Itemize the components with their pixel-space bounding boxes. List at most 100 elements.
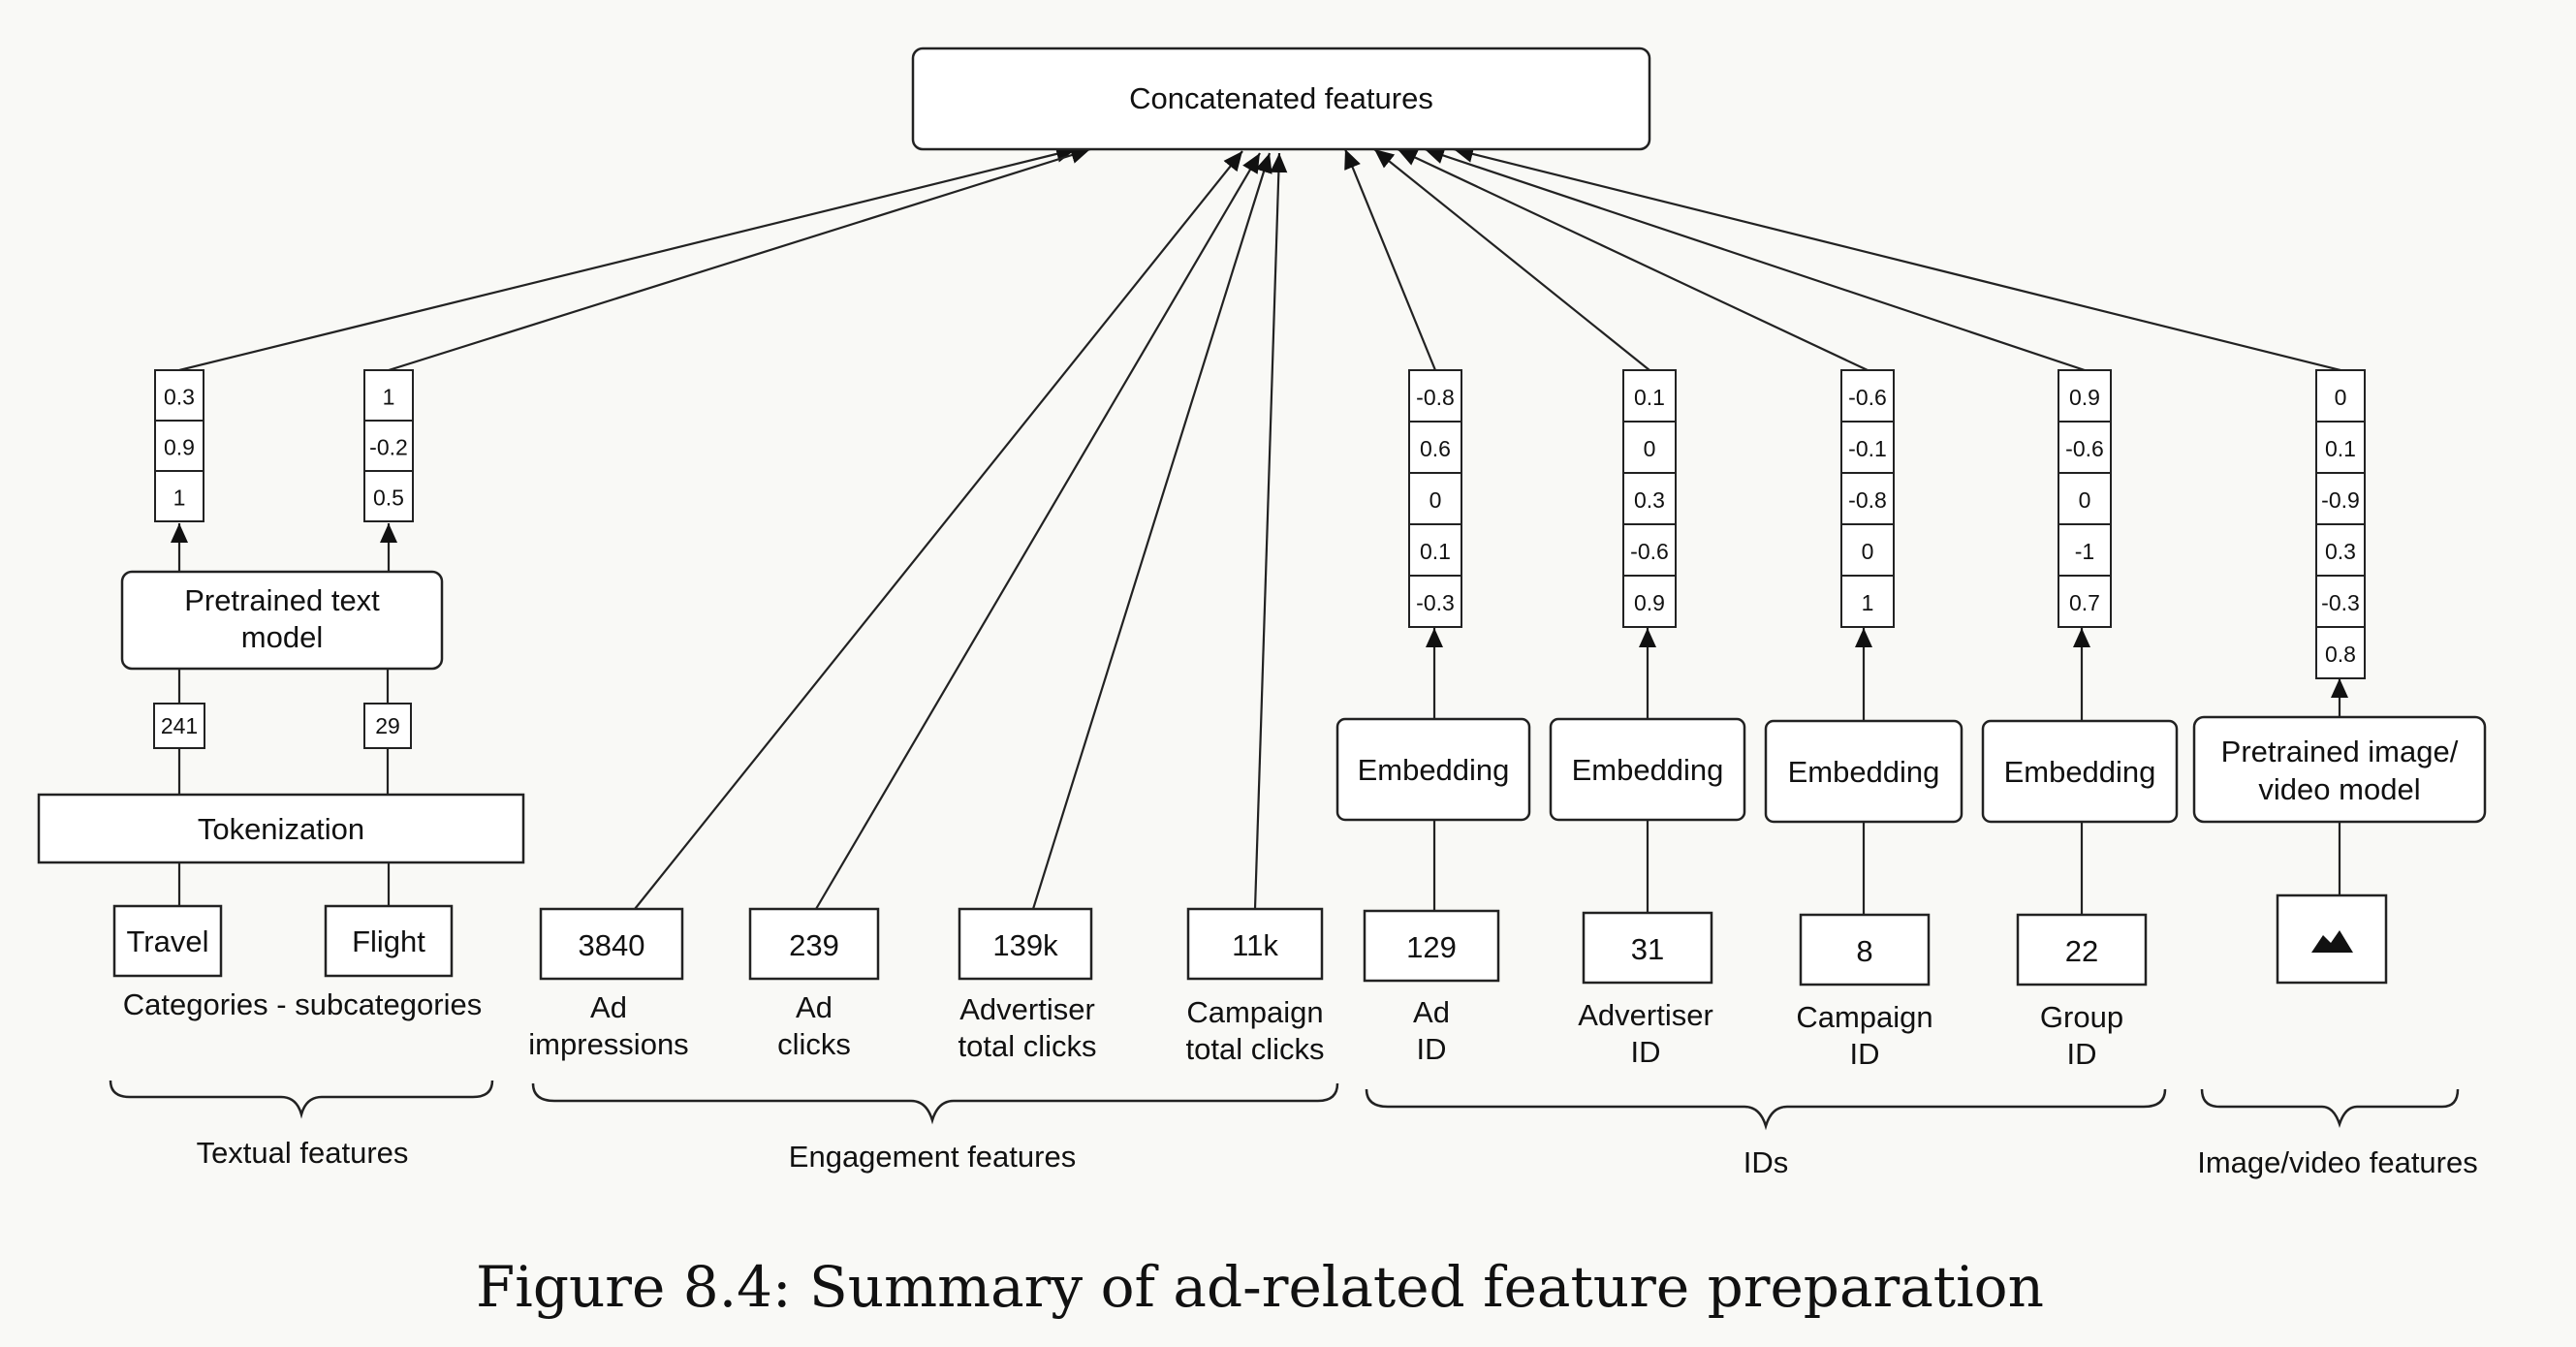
embedding-box-group-id bbox=[1981, 719, 2179, 824]
image-vector-cell bbox=[2315, 626, 2366, 679]
id-vector-3-cell bbox=[2058, 472, 2112, 525]
id-vector-0-cell-value: 0.1 bbox=[1420, 539, 1451, 564]
engagement-value-box-ad-clicks bbox=[748, 907, 880, 981]
id-vector-1-cell-value: 0 bbox=[1644, 436, 1656, 461]
id-vector-1-cell bbox=[1622, 472, 1677, 525]
brace-engagement bbox=[531, 1082, 1339, 1125]
group-label-textual: Textual features bbox=[197, 1136, 409, 1170]
embedding-vector-group-id: 0.9-0.60-10.7 bbox=[2058, 369, 2112, 628]
engagement-label-campaign-clicks-line2: total clicks bbox=[1186, 1032, 1325, 1066]
id-label-advertiser-line2: ID bbox=[1631, 1035, 1661, 1069]
image-vector-cell-value: 0 bbox=[2335, 385, 2347, 410]
token-word-flight: Flight bbox=[352, 924, 425, 958]
id-label-campaign-line2: ID bbox=[1850, 1037, 1880, 1071]
embedding-box-advertiser-id bbox=[1549, 717, 1746, 822]
image-vector-cell bbox=[2315, 421, 2366, 474]
id-label-ad-line1: Ad bbox=[1413, 995, 1450, 1029]
group-label-engagement: Engagement features bbox=[789, 1140, 1076, 1174]
engagement-value-box-campaign-clicks bbox=[1186, 907, 1324, 981]
image-vector-cell-value: 0.1 bbox=[2325, 436, 2356, 461]
brace-ids bbox=[1365, 1088, 2167, 1131]
id-vector-1-cell-value: -0.6 bbox=[1630, 539, 1669, 564]
engagement-value-advertiser-clicks: 139k bbox=[992, 928, 1058, 962]
text-embedding-vector-travel: 0.30.91 bbox=[154, 369, 204, 522]
id-vector-2-cell-value: 0 bbox=[1862, 539, 1874, 564]
pretrained-text-model-box bbox=[120, 570, 444, 671]
embedding-vector-ad-id: -0.8 0.6 0 0.1 -0.3 bbox=[1408, 369, 1462, 628]
id-vector-0-cell-value: -0.3 bbox=[1416, 590, 1455, 615]
id-vector-1-cell bbox=[1622, 421, 1677, 474]
concatenated-features-box bbox=[911, 47, 1651, 151]
id-value-group: 22 bbox=[2065, 934, 2098, 968]
text-vector-flight-cell bbox=[363, 470, 414, 522]
id-vector-2-cell bbox=[1840, 575, 1895, 628]
arrow-advertiser-clicks bbox=[1031, 152, 1272, 910]
id-value-box-ad bbox=[1363, 909, 1500, 983]
id-vector-1-cell bbox=[1622, 523, 1677, 577]
arrow-campaign-clicks bbox=[1253, 152, 1288, 910]
image-vector-cell-value: 0.3 bbox=[2325, 539, 2356, 564]
text-vector-travel-cell bbox=[154, 369, 204, 422]
id-vector-0-cell-value: 0.6 bbox=[1420, 436, 1451, 461]
token-id-box-travel bbox=[153, 703, 205, 749]
id-vector-3-cell-value: -1 bbox=[2075, 539, 2094, 564]
text-vector-travel-cell bbox=[154, 420, 204, 472]
id-vector-3-cell-value: -0.6 bbox=[2065, 436, 2104, 461]
group-label-ids: IDs bbox=[1744, 1145, 1789, 1179]
image-vector-cell bbox=[2315, 472, 2366, 525]
engagement-value-ad-clicks: 239 bbox=[789, 928, 839, 962]
pretrained-image-model-label-line2: video model bbox=[2258, 772, 2420, 806]
embedding-box-ad-id bbox=[1335, 717, 1531, 822]
text-vector-travel-cell-value: 0.3 bbox=[164, 384, 195, 409]
engagement-value-box-advertiser-clicks bbox=[958, 907, 1093, 981]
token-box-flight bbox=[324, 904, 454, 978]
text-vector-flight-cell-value: 0.5 bbox=[373, 485, 404, 510]
pretrained-text-model-label-line1: Pretrained text bbox=[184, 583, 380, 617]
engagement-value-campaign-clicks: 11k bbox=[1232, 928, 1278, 962]
id-value-box-advertiser bbox=[1582, 911, 1713, 985]
image-vector-cell-value: 0.8 bbox=[2325, 642, 2356, 667]
text-embedding-vector-flight: 1-0.20.5 bbox=[363, 369, 414, 522]
engagement-label-ad-impressions-line2: impressions bbox=[528, 1027, 688, 1061]
image-thumbnail-icon bbox=[2276, 893, 2388, 985]
image-vector-cell-value: -0.9 bbox=[2321, 487, 2360, 513]
text-vector-flight-cell bbox=[363, 369, 414, 422]
engagement-label-ad-clicks-line1: Ad bbox=[796, 990, 832, 1024]
id-vector-2-cell bbox=[1840, 472, 1895, 525]
token-word-travel: Travel bbox=[127, 924, 209, 958]
image-vector-cell bbox=[2315, 575, 2366, 628]
arrow-text-vector-flight bbox=[388, 146, 1091, 372]
engagement-value-ad-impressions: 3840 bbox=[579, 928, 645, 962]
engagement-label-advertiser-clicks-line2: total clicks bbox=[958, 1029, 1097, 1063]
embedding-label-advertiser-id: Embedding bbox=[1572, 753, 1724, 787]
group-label-image: Image/video features bbox=[2197, 1145, 2478, 1179]
id-vector-0-cell-value: -0.8 bbox=[1416, 385, 1455, 410]
engagement-label-advertiser-clicks-line1: Advertiser bbox=[959, 992, 1095, 1026]
embedding-vector-campaign-id: -0.6-0.1-0.801 bbox=[1840, 369, 1895, 628]
embedding-vector-advertiser-id: 0.100.3-0.60.9 bbox=[1622, 369, 1677, 628]
id-vector-2-cell-value: 1 bbox=[1862, 590, 1874, 615]
id-label-campaign-line1: Campaign bbox=[1796, 1000, 1932, 1034]
id-vector-2-cell-value: -0.8 bbox=[1848, 487, 1887, 513]
id-vector-3-cell bbox=[2058, 421, 2112, 474]
arrow-text-vector-travel bbox=[178, 145, 1077, 372]
engagement-label-ad-clicks-line2: clicks bbox=[777, 1027, 851, 1061]
engagement-label-campaign-clicks-line1: Campaign bbox=[1186, 995, 1323, 1029]
id-label-ad-line2: ID bbox=[1417, 1032, 1447, 1066]
embedding-label-ad-id: Embedding bbox=[1358, 753, 1510, 787]
concatenated-features-label: Concatenated features bbox=[1129, 81, 1433, 115]
arrow-advertiser-id-vector bbox=[1373, 148, 1650, 371]
id-vector-0-cell-value: 0 bbox=[1429, 487, 1442, 513]
arrow-image-vector bbox=[1453, 145, 2341, 372]
id-vector-2-cell bbox=[1840, 523, 1895, 577]
id-vector-3-cell bbox=[2058, 369, 2112, 423]
text-vector-travel-cell-value: 1 bbox=[173, 485, 186, 510]
embedding-vector-image: 00.1-0.90.3-0.30.8 bbox=[2315, 369, 2366, 679]
embedding-box-campaign-id bbox=[1764, 719, 1963, 824]
arrow-campaign-id-vector bbox=[1397, 148, 1869, 371]
token-id-flight: 29 bbox=[375, 713, 400, 738]
text-vector-travel-cell bbox=[154, 470, 204, 522]
text-vector-flight-cell bbox=[363, 420, 414, 472]
id-vector-0-cell bbox=[1408, 369, 1462, 423]
id-vector-3-cell-value: 0.9 bbox=[2069, 385, 2100, 410]
